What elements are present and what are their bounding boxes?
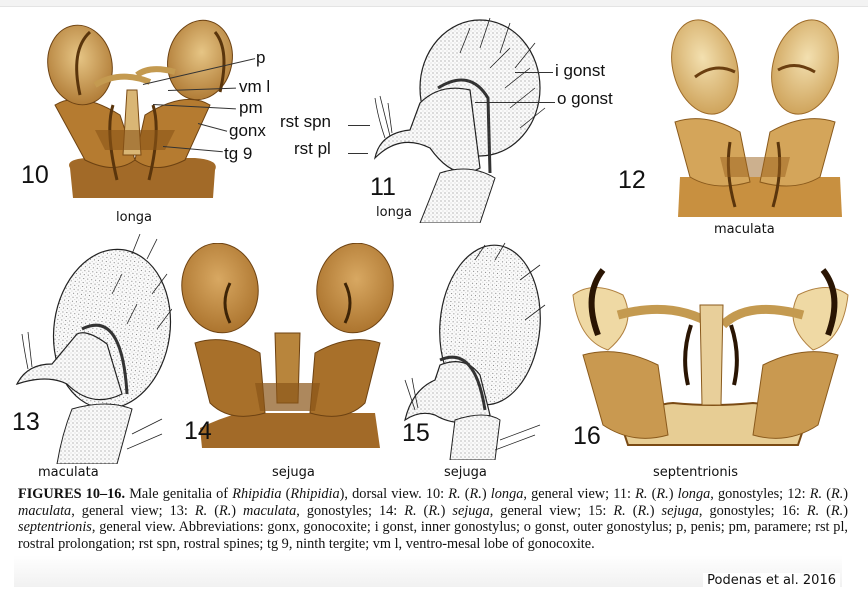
caption-taxon-name: R. [656,486,669,502]
figure-13-gonostyle-drawing [15,234,172,464]
label-i-gonst: i gonst [555,61,606,80]
label-tg9: tg 9 [224,144,253,163]
caption-text: ( [281,486,291,502]
caption-text: ) [668,486,678,502]
figure-number-15: 15 [402,419,430,447]
caption-taxon-name: longa [677,486,711,502]
caption-taxon-name: longa [490,486,524,502]
caption-taxon-name: R. [830,486,844,502]
caption-text: ( [460,486,470,502]
species-label-16: septentrionis [653,465,738,480]
caption-taxon-name: R. [806,502,820,519]
caption-taxon-name: sejuga [452,502,490,519]
caption-taxon-name: R. [469,486,482,502]
label-vm-l: vm l [239,77,271,96]
caption-taxon-name: R. [809,486,823,502]
top-border [0,0,868,7]
caption-text: ) [649,502,662,519]
label-p: p [256,48,266,67]
species-label-14: sejuga [272,465,315,480]
figure-12-panel [660,12,850,217]
caption-text: , gonostyles; 16: [698,502,807,519]
caption-text: ) [231,502,244,519]
figure-13-panel [12,234,172,464]
figure-10-specimen-image [47,19,233,198]
caption-taxon-name: maculata [243,502,297,519]
species-label-15: sejuga [444,465,487,480]
figure-11-panel [360,8,560,223]
caption-taxon-name: Rhipidia [232,486,282,502]
caption-text: , gonostyles; 14: [296,502,405,519]
caption-taxon-name: R. [218,502,232,519]
citation-credit: Podenas et al. 2016 [703,573,840,588]
caption-text: Male genitalia of [125,486,233,502]
figure-16-specimen-image [572,268,849,446]
caption-taxon-name: septentrionis [18,519,92,536]
caption-taxon-name: sejuga [661,502,699,519]
figure-number-10: 10 [21,161,49,189]
caption-heading: FIGURES 10–16. [18,486,126,502]
caption-taxon-name: R. [404,502,417,519]
caption-text: ( [416,502,429,519]
label-o-gonst: o gonst [557,89,613,108]
caption-text: , general view; 11: [523,486,636,502]
leader-line-i-gonst [515,72,553,74]
caption-text: ) [843,486,849,502]
figure-number-13: 13 [12,408,40,436]
caption-taxon-name: maculata [18,502,72,519]
caption-text: ( [625,502,638,519]
figure-number-12: 12 [618,166,646,194]
label-gonx: gonx [229,121,266,140]
figure-caption: FIGURES 10–16. Male genitalia of Rhipidi… [18,486,848,552]
figure-11-gonostyle-drawing [374,17,546,223]
caption-taxon-name: R. [428,502,441,519]
leader-line-o-gonst [475,102,555,104]
caption-taxon-name: R. [637,502,650,519]
caption-text: ( [819,502,831,519]
figure-16-panel [563,255,858,460]
label-rst-spn: rst spn [280,112,332,131]
caption-taxon-name: R. [635,486,648,502]
species-label-13: maculata [38,465,99,480]
label-pm: pm [239,98,263,117]
caption-text: ) [843,502,848,519]
figure-number-11: 11 [370,173,396,201]
figure-14-panel [180,243,395,448]
figure-14-specimen-image [181,243,394,448]
caption-text: , gonostyles; 12: [710,486,810,502]
caption-taxon-name: R. [830,502,844,519]
caption-text: ), dorsal view. 10: [339,486,449,502]
caption-taxon-name: Rhipidia [290,486,340,502]
species-label-10: longa [116,210,153,225]
caption-text: ) [481,486,491,502]
caption-taxon-name: R. [613,502,626,519]
caption-text: ( [647,486,657,502]
figure-10-panel [25,10,240,200]
caption-text: ) [440,502,453,519]
caption-body: Male genitalia of Rhipidia (Rhipidia), d… [18,486,848,552]
caption-text: , general view; 13: [71,502,195,519]
figure-15-panel [400,240,550,460]
caption-taxon-name: R. [448,486,461,502]
caption-text: , general view. Abbreviations: gonx, gon… [18,519,848,552]
species-label-11: longa [376,205,413,220]
figure-number-14: 14 [184,417,212,445]
caption-text: ( [207,502,219,519]
caption-text: , general view; 15: [489,502,614,519]
leader-line-rst-pl [348,153,368,155]
caption-taxon-name: R. [194,502,208,519]
species-label-12: maculata [714,222,775,237]
figure-15-gonostyle-drawing [404,242,546,460]
label-rst-pl: rst pl [294,139,331,158]
caption-text: ( [822,486,831,502]
figure-12-specimen-image [671,19,842,217]
leader-line-rst-spn [348,125,370,127]
figure-number-16: 16 [573,422,601,450]
